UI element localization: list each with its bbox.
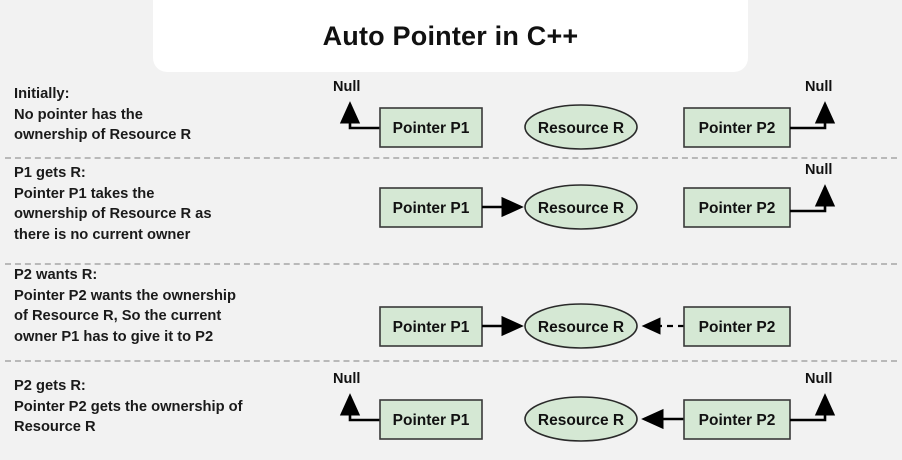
row-divider-1 xyxy=(5,157,897,159)
row-initially-text: Initially: No pointer has the ownership … xyxy=(14,86,192,143)
node-pointer-p1-label: Pointer P1 xyxy=(393,412,470,429)
row-p2-wants-r-diagram: Pointer P1 Resource R Pointer P2 xyxy=(320,265,902,360)
row-p2-gets-r: P2 gets R: Pointer P2 gets the ownership… xyxy=(0,368,902,460)
row-divider-3 xyxy=(5,360,897,362)
null-label-right: Null xyxy=(805,79,832,95)
node-resource-r[interactable] xyxy=(524,396,638,442)
row-p2-wants-r: P2 wants R: Pointer P2 wants the ownersh… xyxy=(0,265,902,362)
edge-p2-to-null xyxy=(790,393,836,422)
node-resource-r-label: Resource R xyxy=(538,120,624,137)
page-title: Auto Pointer in C++ xyxy=(322,20,579,51)
node-pointer-p1[interactable] xyxy=(379,399,483,440)
node-pointer-p1-label: Pointer P1 xyxy=(393,319,470,336)
row-p1-gets-r: P1 gets R: Pointer P1 takes the ownershi… xyxy=(0,163,902,265)
node-pointer-p2-label: Pointer P2 xyxy=(699,120,776,137)
row-p2-gets-r-diagram: Null Pointer P1 Resource R Pointer P2 Nu… xyxy=(320,368,902,460)
node-pointer-p1-label: Pointer P1 xyxy=(393,200,470,217)
row-initially-diagram: Null Pointer P1 Resource R Pointer P2 Nu… xyxy=(320,78,902,157)
node-pointer-p2-label: Pointer P2 xyxy=(699,319,776,336)
node-resource-r[interactable] xyxy=(524,104,638,150)
row-p2-wants-r-text: P2 wants R: Pointer P2 wants the ownersh… xyxy=(14,267,236,345)
node-pointer-p1[interactable] xyxy=(379,187,483,228)
row-initially: Initially: No pointer has the ownership … xyxy=(0,78,902,159)
edge-p1-to-null xyxy=(339,393,380,422)
node-pointer-p1[interactable] xyxy=(379,107,483,148)
edge-p2-to-null xyxy=(790,184,836,213)
node-resource-r[interactable] xyxy=(524,303,638,349)
null-label-left: Null xyxy=(333,371,360,387)
node-resource-r-label: Resource R xyxy=(538,200,624,217)
row-p1-gets-r-diagram: Pointer P1 Resource R Pointer P2 Null xyxy=(320,163,902,263)
node-pointer-p2-label: Pointer P2 xyxy=(699,412,776,429)
node-pointer-p2[interactable] xyxy=(683,107,791,148)
edge-p2-to-null xyxy=(790,101,836,130)
node-resource-r-label: Resource R xyxy=(538,412,624,429)
node-pointer-p1[interactable] xyxy=(379,306,483,347)
edge-p1-to-null xyxy=(339,101,380,130)
node-resource-r-label: Resource R xyxy=(538,319,624,336)
title-card: Auto Pointer in C++ xyxy=(153,0,748,72)
node-pointer-p2[interactable] xyxy=(683,306,791,347)
node-resource-r[interactable] xyxy=(524,184,638,230)
null-label-right: Null xyxy=(805,163,832,178)
node-pointer-p2-label: Pointer P2 xyxy=(699,200,776,217)
null-label-right: Null xyxy=(805,371,832,387)
row-p2-gets-r-text: P2 gets R: Pointer P2 gets the ownership… xyxy=(14,378,243,435)
node-pointer-p1-label: Pointer P1 xyxy=(393,120,470,137)
null-label-left: Null xyxy=(333,79,360,95)
row-p1-gets-r-text: P1 gets R: Pointer P1 takes the ownershi… xyxy=(14,165,212,243)
row-divider-2 xyxy=(5,263,897,265)
node-pointer-p2[interactable] xyxy=(683,187,791,228)
